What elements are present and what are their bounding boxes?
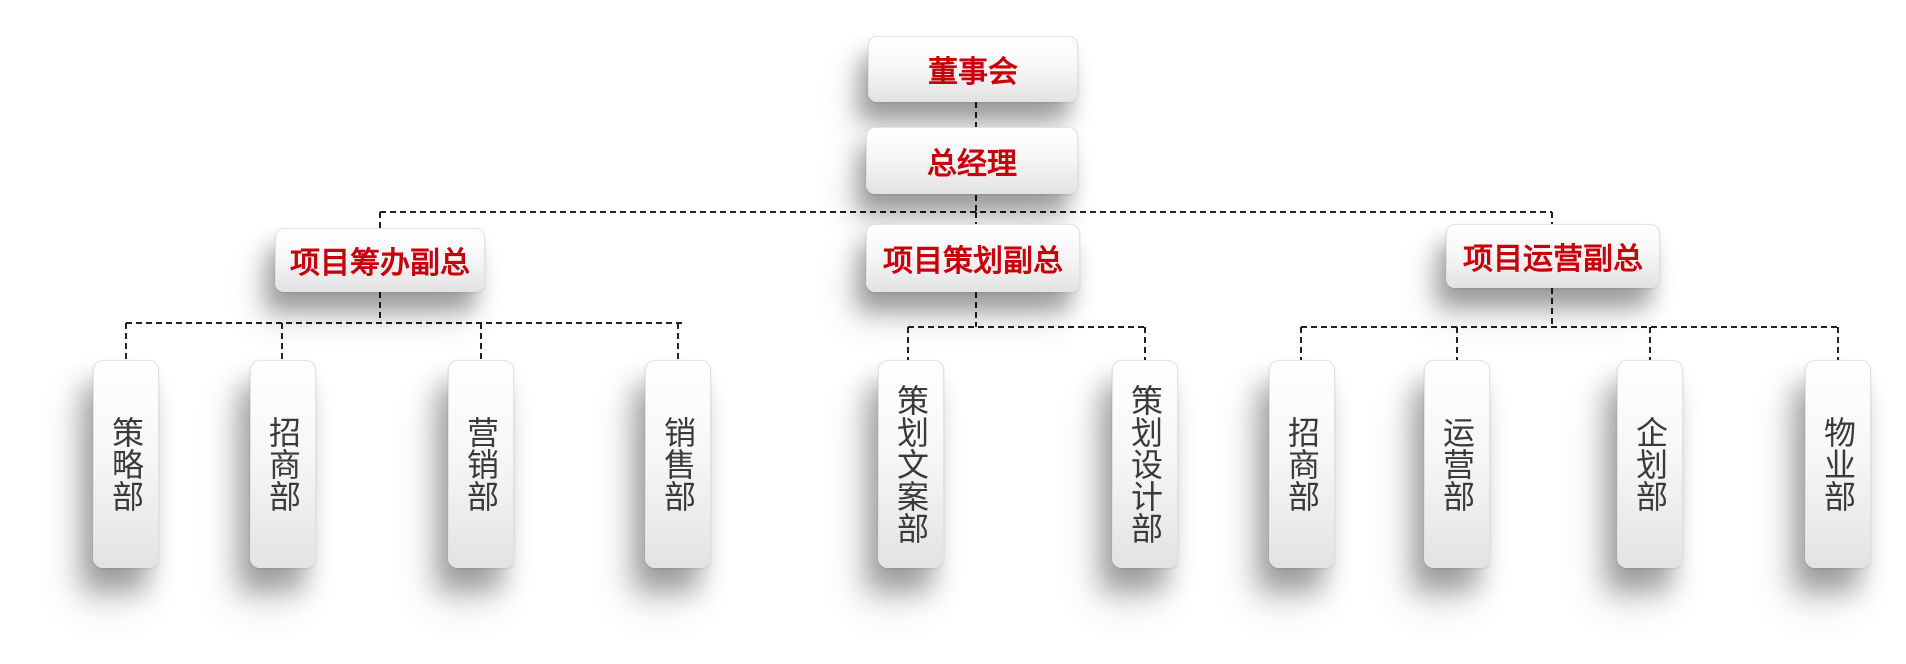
dept-marketing: 营销部	[448, 360, 514, 568]
dept-label: 营销部	[462, 416, 500, 512]
dept-investment-attraction: 招商部	[250, 360, 316, 568]
general-manager-label: 总经理	[927, 146, 1017, 182]
dept-label: 招商部	[1283, 416, 1321, 512]
dept-investment-attraction-ops: 招商部	[1269, 360, 1335, 568]
vp-node-operations: 项目运营副总	[1446, 224, 1660, 288]
general-manager-node: 总经理	[866, 127, 1078, 194]
vp-label: 项目策划副总	[883, 244, 1063, 279]
board-label: 董事会	[928, 55, 1018, 90]
dept-label: 销售部	[659, 416, 697, 512]
dept-corporate-planning: 企划部	[1617, 360, 1683, 568]
board-node: 董事会	[868, 36, 1078, 102]
vp-node-preparation: 项目筹办副总	[275, 228, 485, 292]
dept-label: 策划设计部	[1126, 384, 1164, 544]
dept-label: 运营部	[1438, 416, 1476, 512]
dept-planning-copywriting: 策划文案部	[878, 360, 944, 568]
dept-planning-design: 策划设计部	[1112, 360, 1178, 568]
dept-sales: 销售部	[645, 360, 711, 568]
dept-label: 招商部	[264, 416, 302, 512]
dept-label: 策略部	[107, 416, 145, 512]
vp-node-planning: 项目策划副总	[866, 224, 1080, 292]
dept-label: 策划文案部	[892, 384, 930, 544]
dept-operations: 运营部	[1424, 360, 1490, 568]
dept-property: 物业部	[1805, 360, 1871, 568]
dept-label: 企划部	[1631, 416, 1669, 512]
dept-label: 物业部	[1819, 416, 1857, 512]
dept-strategy: 策略部	[93, 360, 159, 568]
vp-label: 项目筹办副总	[290, 246, 470, 281]
vp-label: 项目运营副总	[1463, 242, 1643, 277]
